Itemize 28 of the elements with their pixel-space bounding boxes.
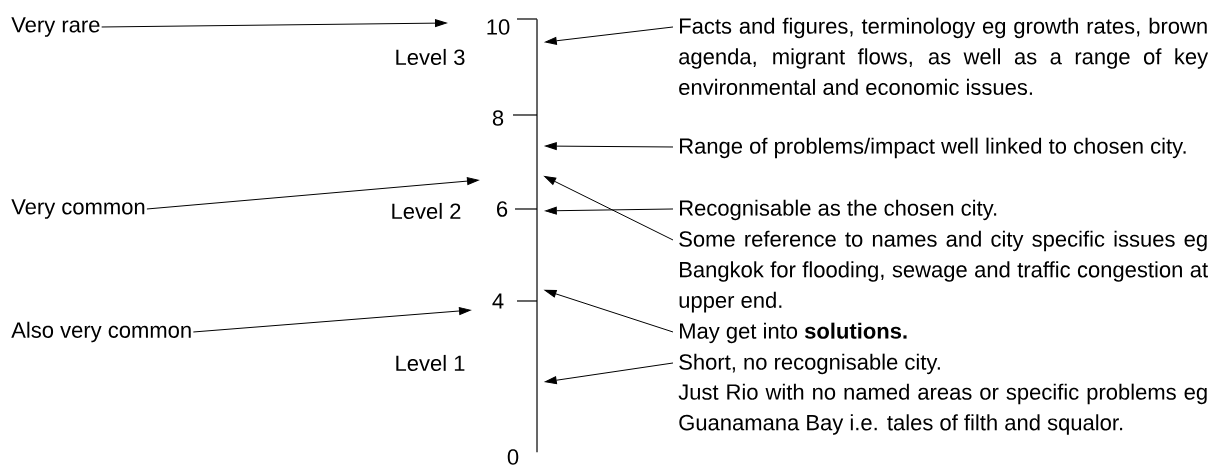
descriptor-text: May get into solutions. (680, 322, 907, 344)
frequency-label: Very rare (11, 17, 100, 37)
level-label: Level 1 (396, 354, 465, 372)
arrow (146, 177, 479, 210)
scale-number: 8 (492, 110, 504, 126)
descriptor-text: Just Rio with no named areas or specific problems eg Guanamana Bay i.e. tales of filth and squalor. (678, 383, 1207, 435)
scale-number: 10 (487, 19, 510, 35)
scale-axis (536, 19, 538, 453)
descriptor-text: Short, no recognisable city. (679, 353, 940, 375)
arrow (192, 307, 471, 333)
scale-number: 0 (507, 449, 519, 465)
arrow (545, 206, 674, 215)
frequency-label: Also very common (11, 321, 191, 343)
arrow (101, 19, 447, 28)
scale-number: 4 (492, 293, 504, 309)
arrow (544, 362, 674, 385)
level-label: Level 2 (392, 202, 461, 220)
arrow (544, 289, 674, 333)
level-label: Level 3 (396, 48, 465, 66)
arrow (544, 26, 674, 45)
descriptor-text: Some reference to names and city specific issues eg Bangkok for flooding, sewage and traffic congestion at upper end. (679, 230, 1208, 313)
arrow (545, 142, 674, 151)
descriptor-text: Recognisable as the chosen city. (680, 199, 997, 221)
arrow (544, 175, 674, 241)
scale-number: 6 (497, 201, 508, 217)
frequency-label: Very common (11, 199, 145, 219)
descriptor-text: Facts and figures, terminology eg growth rates, brown agenda, migrant flows, as well as a range of key environmental and economic issues. (679, 17, 1209, 96)
descriptor-text: Range of problems/impact well linked to chosen city. (680, 137, 1186, 159)
